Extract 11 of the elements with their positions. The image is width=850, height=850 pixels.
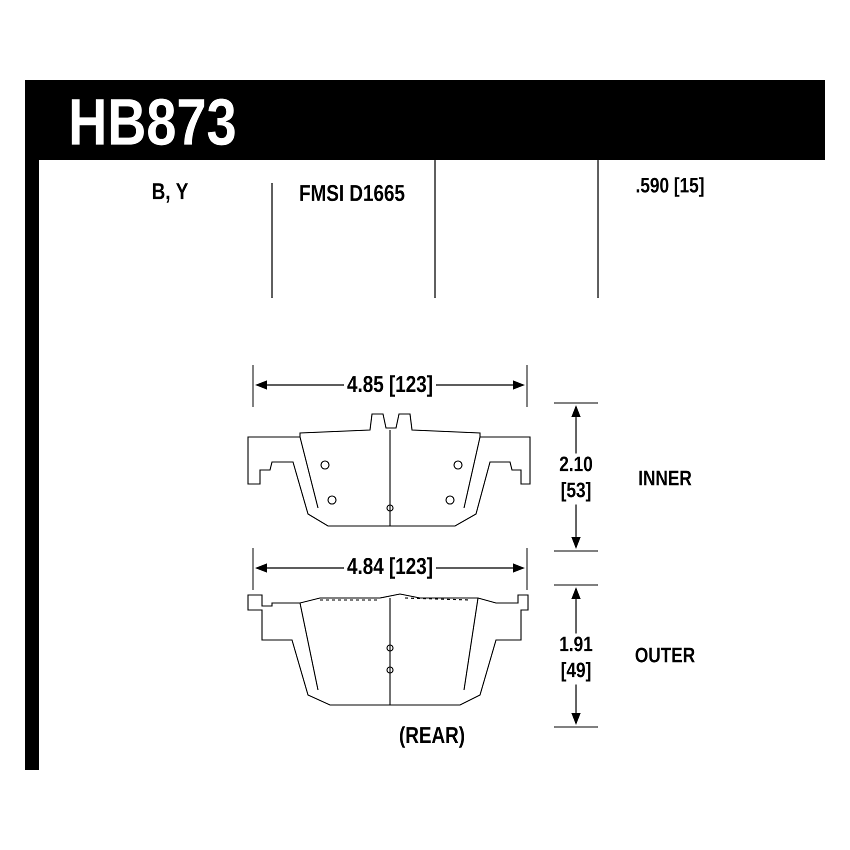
dimension-text: OUTER	[632, 644, 698, 666]
dimension-text: .590 [15]	[632, 174, 708, 200]
dimension-text: B, Y	[148, 180, 192, 206]
dimension-text: 1.91 [49]	[553, 634, 599, 685]
header-bar: HB873	[25, 80, 826, 160]
dimension-text: INNER	[635, 468, 695, 488]
dimension-text: 2.10 [53]	[553, 454, 599, 505]
dimension-text: (REAR)	[396, 723, 468, 751]
dimension-text: 4.85 [123]	[344, 372, 436, 400]
dimension-text: FMSI D1665	[296, 182, 408, 204]
dimension-text: 4.84 [123]	[344, 554, 436, 582]
